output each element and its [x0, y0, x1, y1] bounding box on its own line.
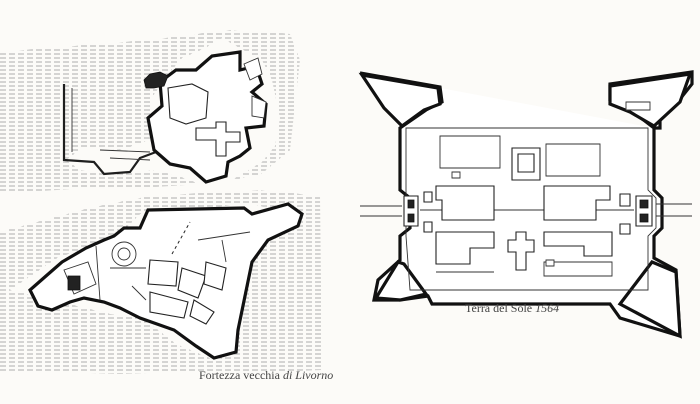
sole-bastion-sw — [373, 260, 429, 302]
sole-perimeter-wall — [359, 70, 694, 339]
livorno-round-tower — [111, 241, 137, 267]
upper-fortress-plan — [0, 30, 300, 192]
livorno-bldg-2 — [177, 267, 207, 299]
sole-bastion-ne — [608, 72, 693, 128]
upper-cross-building — [195, 121, 241, 157]
upper-bastion-ne — [243, 57, 263, 81]
caption-livorno-title: Fortezza vecchia — [199, 368, 280, 382]
upper-jetty — [62, 84, 157, 176]
livorno-dashed-line — [171, 221, 191, 255]
sole-church — [507, 231, 535, 271]
caption-livorno-connector: di — [282, 368, 293, 382]
caption-sole-year: 1564 — [535, 301, 560, 315]
caption-terra-del-sole: Terra del Sole 1564 — [465, 301, 559, 316]
sole-block-ne — [543, 185, 611, 221]
livorno-bldg-5 — [189, 299, 215, 325]
sole-east-road — [656, 203, 692, 217]
sole-block-nw — [435, 185, 495, 221]
terra-del-sole-plan — [358, 70, 694, 339]
upper-dark-tower — [143, 71, 169, 89]
sole-block-se — [543, 231, 613, 257]
sole-bastion-se — [617, 260, 682, 339]
caption-livorno-place: Livorno — [295, 368, 334, 382]
caption-sole-title: Terra del Sole — [465, 301, 533, 315]
caption-livorno: Fortezza vecchia di Livorno — [199, 368, 333, 383]
sole-west-road — [360, 205, 402, 217]
livorno-fortress-plan — [0, 190, 322, 374]
livorno-bldg-3 — [203, 261, 227, 291]
upper-bastion-e — [251, 95, 267, 119]
livorno-bldg-1 — [147, 259, 179, 287]
sole-bastion-nw — [358, 72, 442, 129]
upper-keep — [167, 83, 209, 125]
sole-west-gate — [403, 195, 419, 227]
upper-fortress-wall — [146, 50, 268, 184]
sole-block-sw — [435, 231, 495, 265]
livorno-bldg-4 — [149, 291, 189, 319]
